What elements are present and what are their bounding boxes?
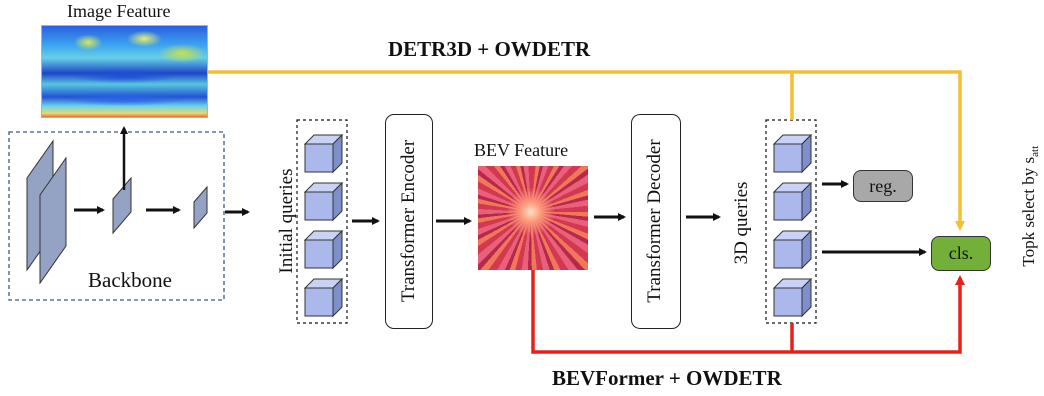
transformer-decoder-label: Transformer Decoder <box>644 139 665 303</box>
initial-query-cube-1 <box>303 133 344 174</box>
initial-queries-box <box>296 119 348 324</box>
bev-feature-map <box>478 166 588 270</box>
image-feature-heatmap <box>42 26 207 117</box>
cls-head-label: cls. <box>948 243 974 263</box>
backbone-box <box>8 131 225 301</box>
cls-head: cls. <box>931 236 991 271</box>
transformer-decoder-box <box>631 114 681 329</box>
detr3d-path-label: DETR3D + OWDETR <box>388 37 591 61</box>
bev-feature-title: BEV Feature <box>474 140 569 160</box>
transformer-encoder-label: Transformer Encoder <box>398 139 419 303</box>
initial-query-cube-3 <box>303 229 344 270</box>
topk-select-subscript: att <box>1029 145 1042 157</box>
3d-query-cube-3 <box>772 229 813 270</box>
reg-head: reg. <box>853 170 913 202</box>
detr3d-path-line <box>207 70 965 231</box>
initial-queries-label: Initial queries <box>276 168 297 274</box>
3d-query-cube-4 <box>772 277 813 318</box>
topk-select-text: Topk select by s <box>1018 156 1038 267</box>
transformer-encoder-box <box>385 114 433 329</box>
3d-query-cube-2 <box>772 181 813 222</box>
backbone-layers <box>26 139 208 285</box>
initial-query-cube-4 <box>303 277 344 318</box>
image-feature-title: Image Feature <box>67 1 171 21</box>
bevformer-path-label: BEVFormer + OWDETR <box>552 366 782 390</box>
topk-select-label: Topk select by satt <box>1019 122 1041 290</box>
3d-query-cube-1 <box>772 133 813 174</box>
bevformer-path-line <box>531 270 965 354</box>
query-cubes <box>303 133 813 318</box>
reg-head-label: reg. <box>869 175 897 196</box>
initial-query-cube-2 <box>303 181 344 222</box>
3d-queries-label: 3D queries <box>731 181 752 265</box>
backbone-label: Backbone <box>88 268 172 292</box>
